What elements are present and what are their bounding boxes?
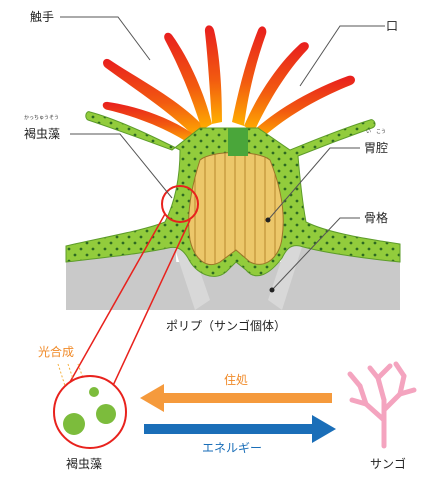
algae-cell-icon	[96, 404, 116, 424]
algae-cell-icon	[89, 387, 99, 397]
energy-label: エネルギー	[202, 441, 262, 455]
zoox-bottom-label: 褐虫藻	[66, 456, 102, 471]
leader-dot-skeleton	[270, 288, 275, 293]
habitat-arrow	[140, 384, 332, 412]
gastric-cavity-shape	[189, 153, 284, 265]
gastric-cavity-label: 胃腔	[364, 140, 388, 155]
energy-arrow	[144, 415, 336, 443]
leader-dot-cavity	[266, 218, 271, 223]
skeleton-label: 骨格	[364, 210, 388, 225]
coral-label: サンゴ	[370, 456, 406, 471]
zooxanthellae-label: 褐虫藻	[24, 126, 60, 141]
tentacles	[103, 25, 355, 144]
polyp-label: ポリプ（サンゴ個体）	[166, 318, 286, 333]
skeleton-floor	[66, 262, 400, 310]
habitat-label: 住処	[224, 373, 248, 387]
algae-cell-icon	[63, 413, 85, 435]
mouth-shape	[228, 128, 248, 156]
tentacle-label: 触手	[30, 10, 54, 24]
mouth-label: 口	[386, 19, 398, 33]
cavity-ruby: い こう	[366, 129, 386, 135]
photosynthesis-label: 光合成	[38, 344, 74, 359]
coral-branch-icon	[350, 364, 414, 446]
zoox-ruby: かっちゅうそう	[24, 114, 59, 121]
